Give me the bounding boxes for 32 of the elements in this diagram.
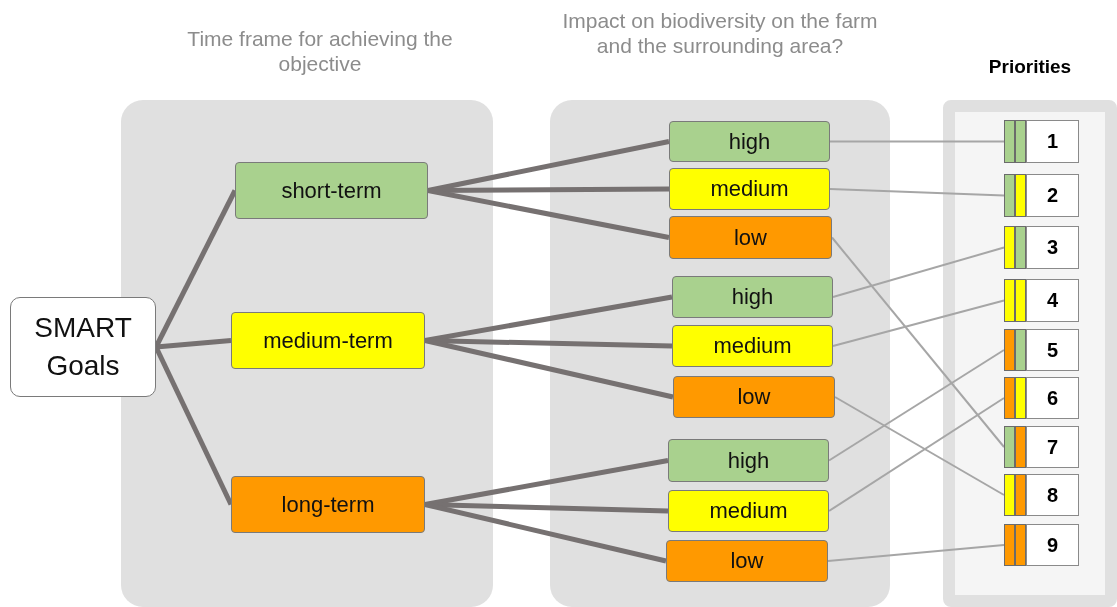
category-box: low: [669, 216, 832, 259]
category-box: medium-term: [231, 312, 425, 369]
priority-number: 3: [1026, 226, 1079, 269]
priority-number: 9: [1026, 524, 1079, 566]
priority-number: 7: [1026, 426, 1079, 468]
priority-number: 2: [1026, 174, 1079, 217]
connector-line: [827, 544, 1005, 562]
category-box: low: [666, 540, 828, 582]
column-heading: Priorities: [987, 55, 1073, 79]
category-box: high: [672, 276, 833, 318]
connector-line: [831, 236, 1005, 448]
priority-number: 1: [1026, 120, 1079, 163]
priority-number: 6: [1026, 377, 1079, 419]
category-box: low: [673, 376, 835, 418]
category-box: medium: [668, 490, 829, 532]
connector-line: [832, 246, 1005, 298]
column-heading: Time frame for achieving the objective: [186, 26, 454, 76]
category-box: short-term: [235, 162, 428, 219]
category-box: high: [668, 439, 829, 482]
priority-number: 8: [1026, 474, 1079, 516]
connector-line: [829, 188, 1005, 197]
category-box: high: [669, 121, 830, 162]
connector-line: [829, 140, 1005, 143]
priority-number: 5: [1026, 329, 1079, 371]
category-box: long-term: [231, 476, 425, 533]
priority-number: 4: [1026, 279, 1079, 322]
goal-box: SMART Goals: [10, 297, 156, 397]
category-box: medium: [669, 168, 830, 210]
connector-line: [153, 345, 234, 506]
connector-line: [832, 299, 1005, 347]
column-heading: Impact on biodiversity on the farm and the surrounding area?: [561, 8, 879, 58]
category-box: medium: [672, 325, 833, 367]
